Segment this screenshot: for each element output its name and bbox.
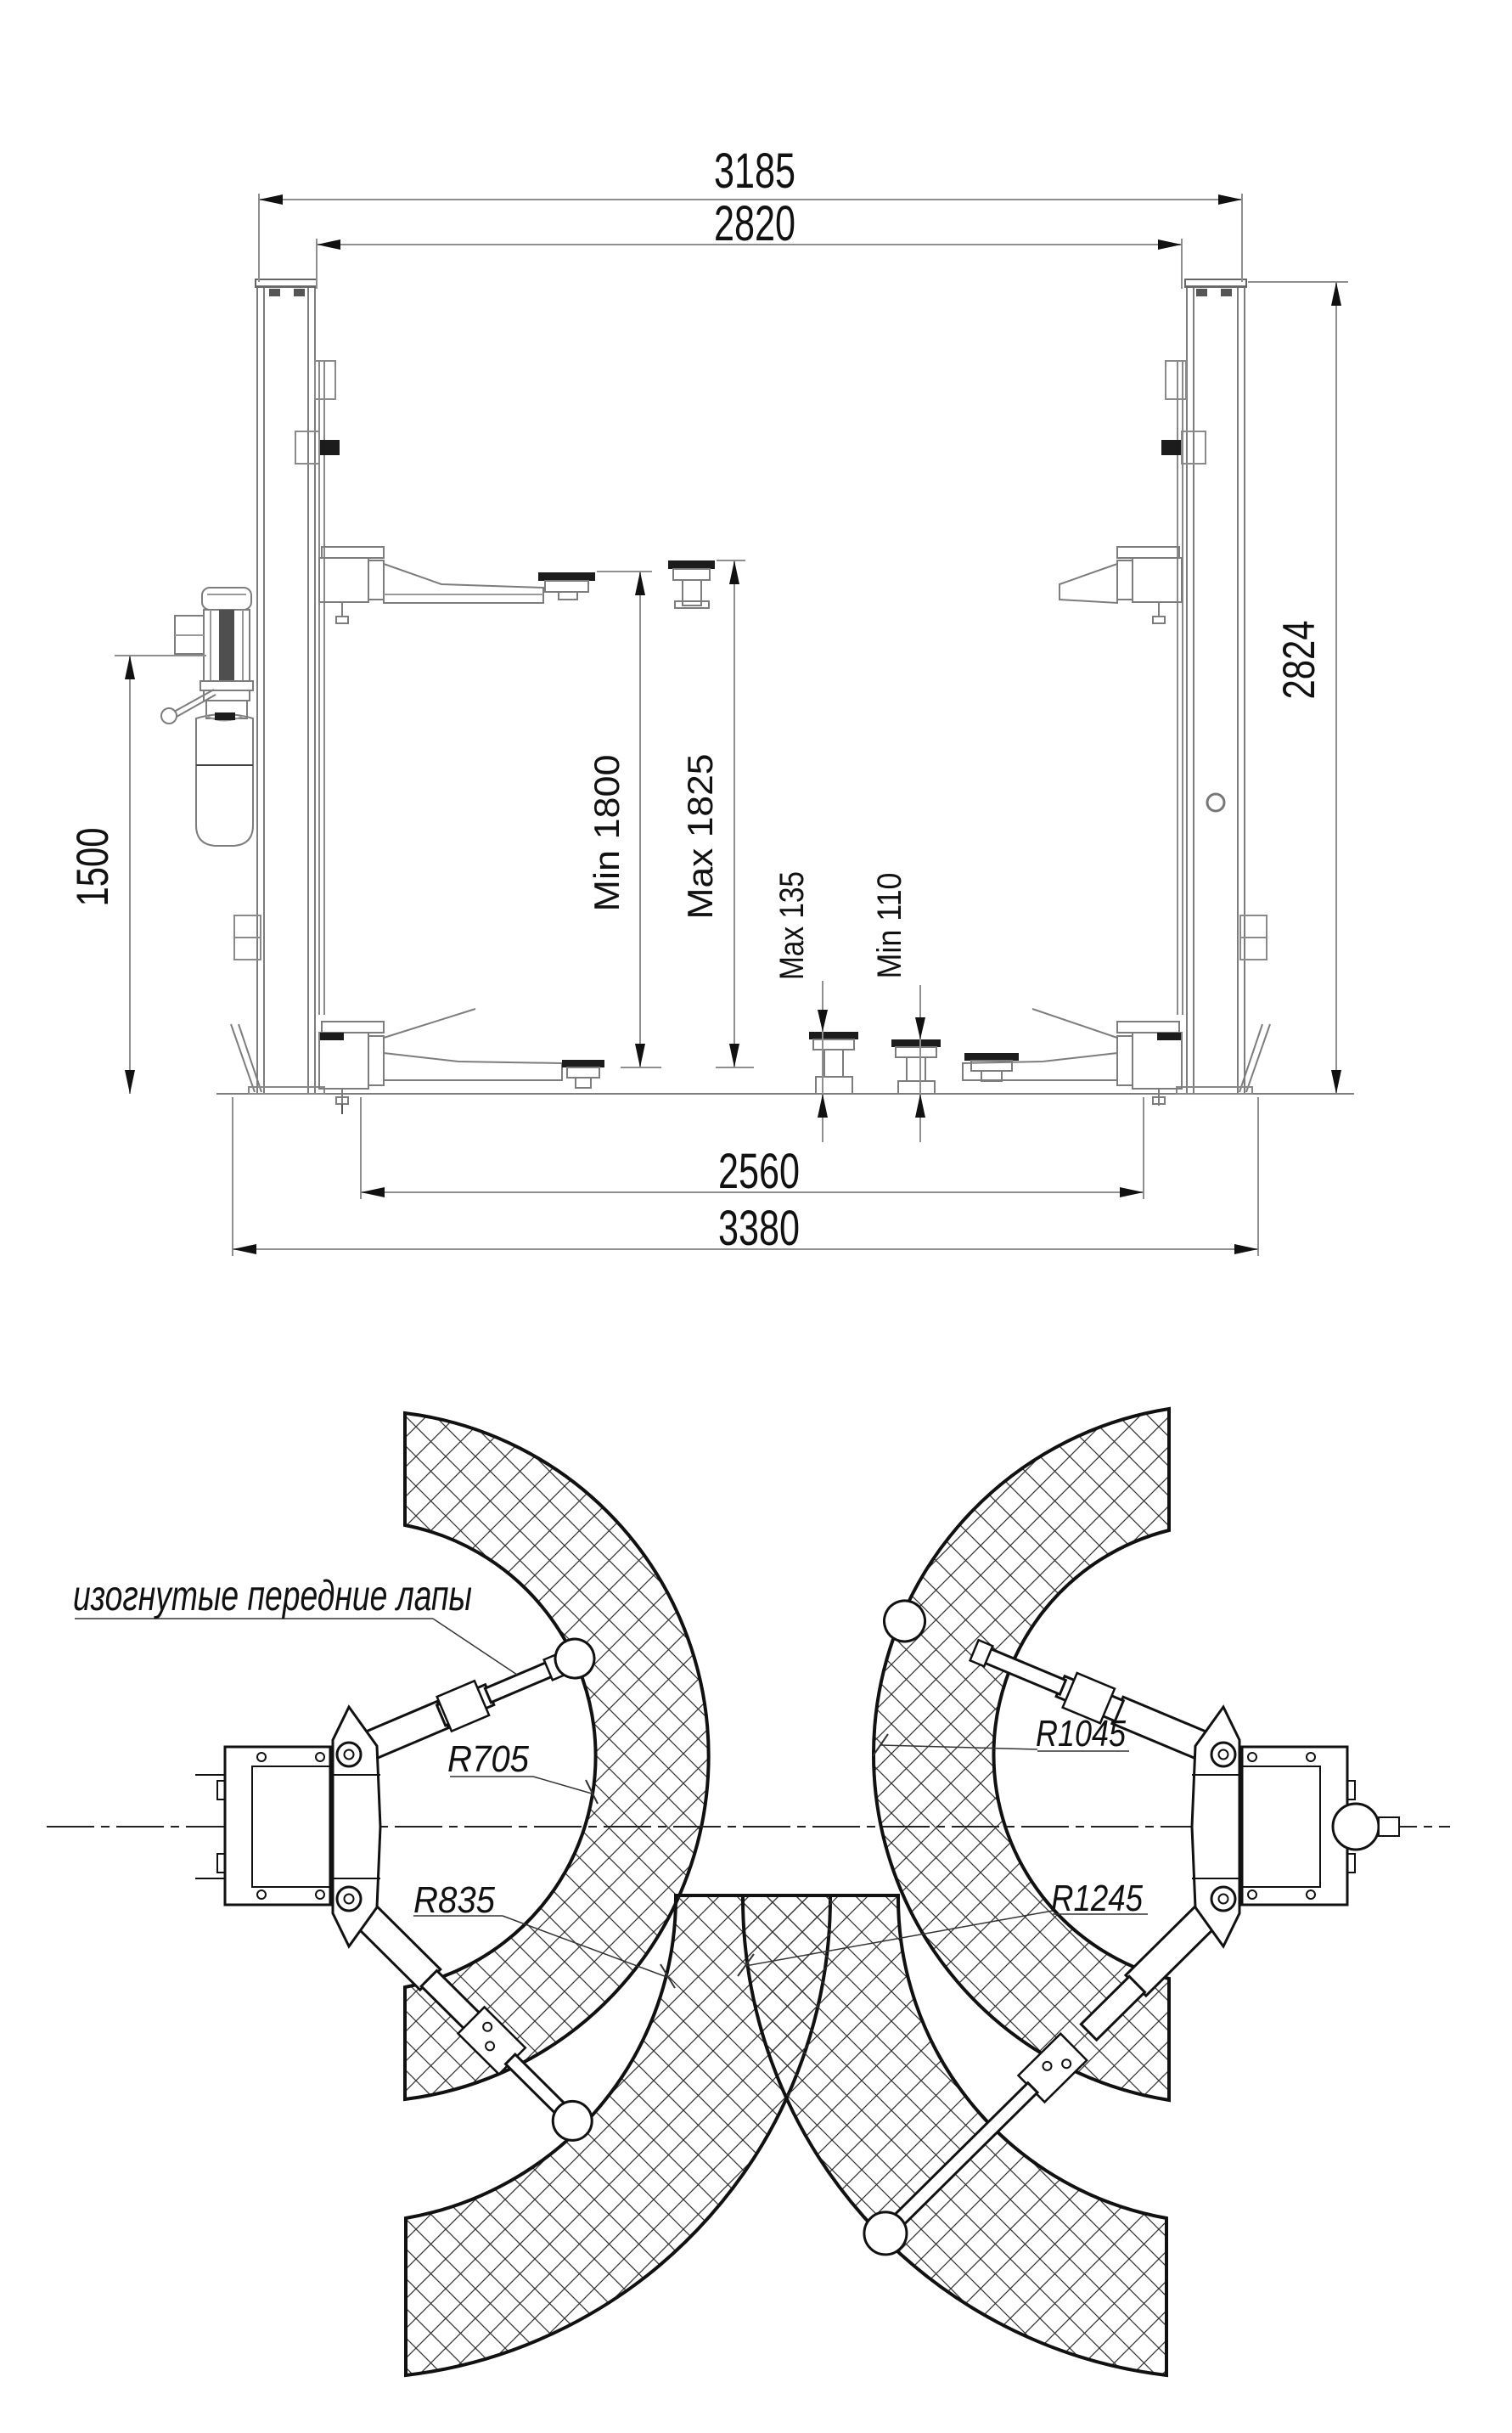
svg-text:2824: 2824 — [1274, 621, 1324, 700]
svg-text:2560: 2560 — [718, 1144, 800, 1199]
svg-text:R705: R705 — [447, 1738, 529, 1780]
svg-text:1500: 1500 — [68, 828, 118, 907]
svg-text:R1045: R1045 — [1036, 1713, 1126, 1754]
svg-text:Max 1825: Max 1825 — [680, 754, 720, 920]
svg-text:изогнутые передние лапы: изогнутые передние лапы — [73, 1572, 472, 1619]
svg-text:3185: 3185 — [714, 144, 795, 199]
svg-text:Max 135: Max 135 — [773, 871, 811, 980]
svg-text:2820: 2820 — [714, 196, 795, 251]
svg-text:Min 110: Min 110 — [871, 873, 908, 979]
svg-text:Min 1800: Min 1800 — [587, 755, 627, 912]
svg-text:R1245: R1245 — [1051, 1878, 1143, 1919]
svg-text:3380: 3380 — [718, 1201, 800, 1256]
svg-text:R835: R835 — [413, 1879, 495, 1921]
